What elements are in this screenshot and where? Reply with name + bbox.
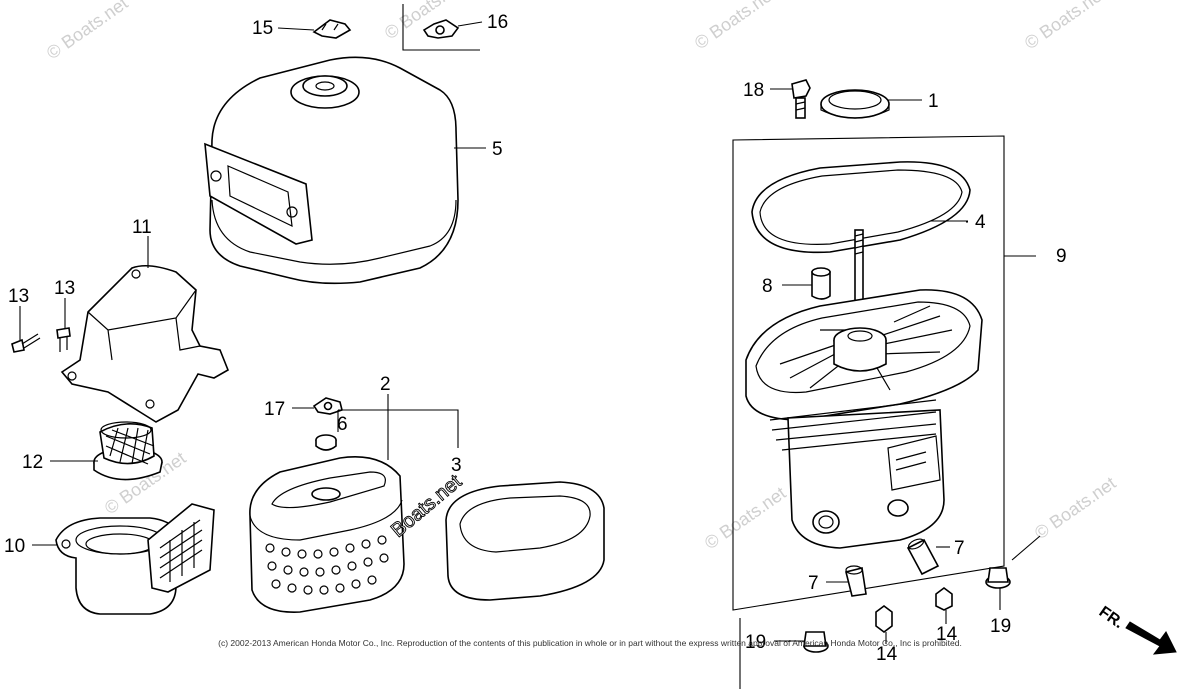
watermarks: © Boats.net © Boats.net © Boats.net © Bo… bbox=[43, 0, 1120, 553]
assembly-9-outline bbox=[732, 135, 1005, 611]
part-11-elbow[interactable] bbox=[60, 264, 230, 423]
callout-12: 12 bbox=[22, 452, 43, 473]
part-7-pipe[interactable] bbox=[845, 565, 867, 597]
callout-19a: 19 bbox=[990, 616, 1011, 637]
callout-17: 17 bbox=[264, 399, 285, 420]
part-13-screw[interactable] bbox=[56, 327, 71, 352]
callout-6: 6 bbox=[337, 414, 348, 435]
callout-18: 18 bbox=[743, 80, 764, 101]
part-9-housing[interactable] bbox=[745, 289, 983, 549]
callout-5: 5 bbox=[492, 139, 503, 160]
part-19-flange-nut[interactable] bbox=[985, 567, 1011, 589]
part-6-grommet[interactable] bbox=[315, 434, 337, 451]
part-12-screen[interactable] bbox=[93, 421, 163, 481]
callout-8: 8 bbox=[762, 276, 773, 297]
part-4-gasket[interactable] bbox=[751, 161, 971, 254]
part-5-cover[interactable] bbox=[204, 56, 459, 285]
part-10-case[interactable] bbox=[55, 503, 215, 615]
part-13-screw[interactable] bbox=[11, 333, 41, 353]
part-3-foam[interactable] bbox=[445, 481, 605, 601]
callout-1: 1 bbox=[928, 91, 939, 112]
part-8-collar[interactable] bbox=[811, 267, 831, 300]
callout-16: 16 bbox=[487, 12, 508, 33]
callout-labels: 15 16 5 11 13 13 12 10 17 6 2 3 18 1 4 9… bbox=[4, 12, 1067, 665]
callout-13b: 13 bbox=[54, 278, 75, 299]
callout-10: 10 bbox=[4, 536, 25, 557]
callout-14b: 14 bbox=[876, 644, 898, 665]
copyright-notice: (c) 2002-2013 American Honda Motor Co., … bbox=[218, 638, 962, 648]
watermark: © Boats.net bbox=[43, 0, 132, 63]
callout-2: 2 bbox=[380, 374, 391, 395]
leader-lines-left bbox=[19, 21, 486, 546]
direction-label: FR. bbox=[1096, 603, 1127, 632]
callout-14a: 14 bbox=[936, 624, 958, 645]
watermark: © Boats.net bbox=[1031, 473, 1120, 543]
callout-7b: 7 bbox=[808, 573, 819, 594]
watermark: © Boats.net bbox=[1021, 0, 1110, 53]
callout-11: 11 bbox=[132, 217, 152, 238]
callout-7a: 7 bbox=[954, 538, 965, 559]
part-15-clip[interactable] bbox=[312, 19, 352, 39]
part-14-nut[interactable] bbox=[935, 587, 953, 611]
watermark: © Boats.net bbox=[381, 0, 470, 43]
watermark: © Boats.net bbox=[701, 483, 790, 553]
part-16-wing-nut[interactable] bbox=[422, 19, 460, 39]
callout-19b: 19 bbox=[745, 632, 766, 653]
part-14-nut[interactable] bbox=[875, 605, 893, 633]
callout-3: 3 bbox=[451, 455, 462, 476]
part-18-bolt[interactable] bbox=[791, 79, 811, 119]
part-1-seal[interactable] bbox=[820, 89, 890, 119]
callout-15: 15 bbox=[252, 18, 273, 39]
watermark: © Boats.net bbox=[691, 0, 780, 53]
part-7-pipe[interactable] bbox=[906, 537, 940, 576]
callout-4: 4 bbox=[975, 212, 986, 233]
callout-9: 9 bbox=[1056, 246, 1067, 267]
part-2-element[interactable] bbox=[249, 456, 405, 613]
part-19-flange-nut[interactable] bbox=[803, 631, 829, 653]
callout-13a: 13 bbox=[8, 286, 29, 307]
